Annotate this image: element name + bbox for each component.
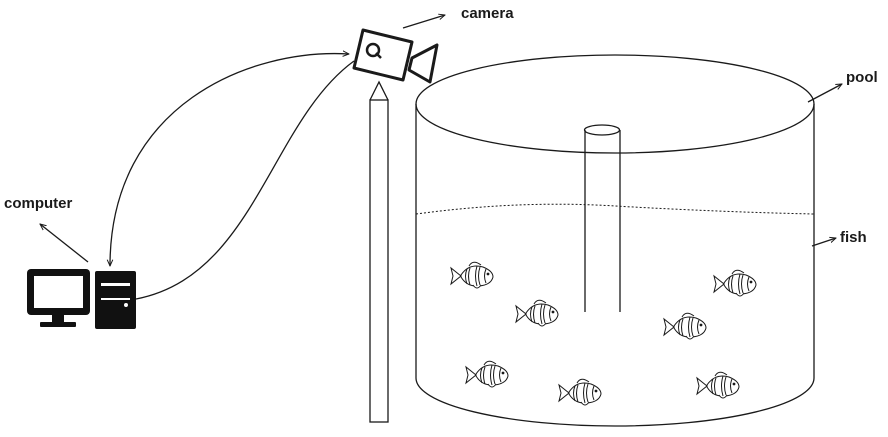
fish-icon [515, 299, 559, 327]
camera-to-computer-link [110, 54, 349, 266]
fish-label: fish [840, 229, 867, 246]
pool-label: pool [846, 69, 878, 86]
fish-pointer-arrow [811, 238, 836, 247]
fish-icon [663, 312, 707, 340]
computer-tower-icon [95, 271, 136, 329]
pool-tank [415, 54, 815, 427]
camera-icon [352, 28, 439, 84]
computer-pointer-arrow [40, 224, 89, 263]
fish-icon [465, 360, 509, 388]
fish-icon [696, 371, 740, 399]
computer-to-camera-link [135, 60, 355, 300]
computer-label: computer [4, 195, 73, 212]
camera-pole [369, 80, 389, 423]
pool-pointer-arrow [807, 83, 842, 103]
monitor-icon [27, 269, 90, 327]
fish-icon [450, 261, 494, 289]
fish-icon [713, 269, 757, 297]
pool-center-post [583, 124, 621, 312]
camera-pointer-arrow [402, 15, 445, 29]
fish-icon [558, 378, 602, 406]
camera-label: camera [461, 5, 514, 22]
